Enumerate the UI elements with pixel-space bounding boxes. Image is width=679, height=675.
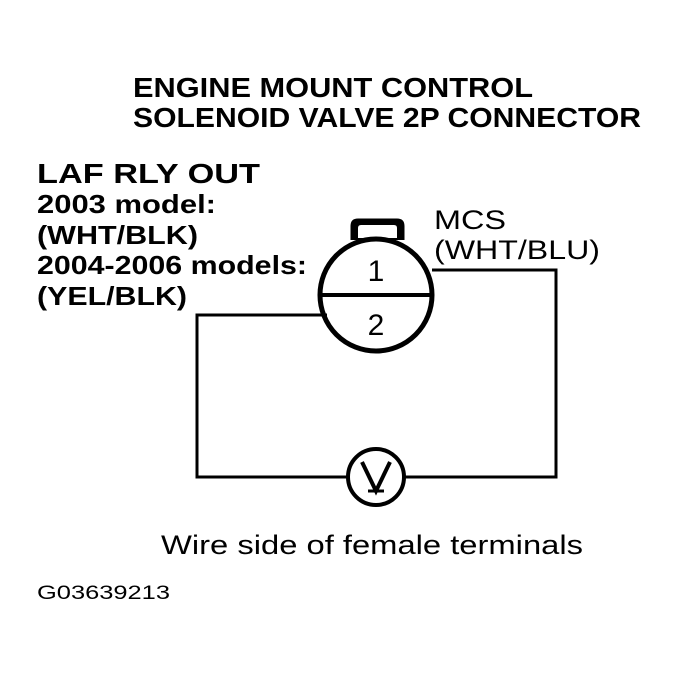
terminal-1-label: 1 — [368, 255, 385, 288]
connector-2p: 1 2 — [317, 218, 435, 354]
diagram-title-line1: ENGINE MOUNT CONTROL — [133, 72, 533, 103]
left-wire-2004-2006-color: (YEL/BLK) — [37, 281, 187, 311]
diagram-title-line2: SOLENOID VALVE 2P CONNECTOR — [133, 102, 641, 133]
right-wire-color: (WHT/BLU) — [434, 235, 600, 265]
diagram-caption: Wire side of female terminals — [161, 530, 583, 560]
left-wire-2003-color: (WHT/BLK) — [37, 220, 198, 250]
circuit-wire-left — [195, 313, 348, 479]
right-wire-name: MCS — [434, 205, 506, 235]
figure-id: G03639213 — [37, 583, 170, 604]
left-wire-2004-2006-models: 2004-2006 models: — [37, 250, 307, 280]
left-wire-name: LAF RLY OUT — [37, 158, 260, 189]
terminal-2-label: 2 — [368, 309, 385, 342]
left-wire-2003-model: 2003 model: — [37, 189, 216, 219]
voltmeter-icon — [346, 447, 406, 507]
circuit-wire — [404, 268, 558, 479]
